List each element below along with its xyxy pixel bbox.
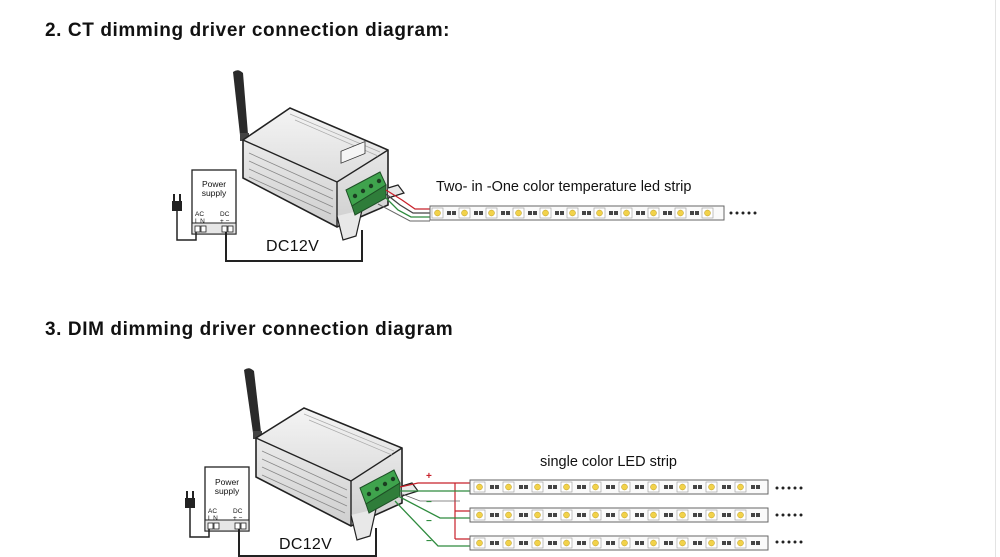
power-supply: [204, 466, 250, 532]
dc-cable: [238, 528, 377, 557]
dim-psu-line2: supply: [214, 486, 240, 496]
plug-icon: [172, 194, 197, 241]
ct-psu-line1: Power: [201, 179, 227, 189]
dim-psu-line1: Power: [214, 477, 240, 487]
ct-psu-ac: AC: [195, 211, 205, 218]
ct-psu-ac-terms: L N: [195, 218, 205, 225]
ct-strip-label: Two- in -One color temperature led strip: [436, 179, 692, 195]
led-strip: [469, 479, 769, 495]
ct-dc-label: DC12V: [266, 238, 320, 255]
plug-icon: [185, 491, 210, 538]
power-supply: [191, 169, 237, 235]
dim-diagram: [185, 368, 803, 557]
dim-psu-ac-terms: L N: [208, 515, 218, 522]
strip-continuation-dots: [775, 486, 803, 544]
dim-psu-label: Power supply: [205, 478, 249, 496]
ct-psu-dc-terms: + −: [220, 218, 230, 225]
dim-psu-dc-terms: + −: [233, 515, 243, 522]
plus-sign: +: [426, 471, 432, 482]
page-border: [995, 0, 996, 557]
dim-psu-dc: DC: [233, 508, 243, 515]
dim-strip-label: single color LED strip: [540, 454, 677, 470]
dim-section-title: 3. DIM dimming driver connection diagram: [45, 319, 454, 340]
ct-psu-dc: DC: [220, 211, 230, 218]
antenna-icon: [244, 368, 262, 439]
dim-psu-ac: AC: [208, 508, 218, 515]
ct-psu-label: Power supply: [192, 180, 236, 198]
antenna-icon: [233, 70, 249, 141]
strip-continuation-dots: [729, 211, 757, 215]
terminal-block: [359, 469, 401, 514]
minus-sign-1: −: [426, 497, 432, 508]
ct-section-title: 2. CT dimming driver connection diagram:: [45, 20, 451, 41]
terminal-block: [345, 171, 387, 216]
ct-psu-line2: supply: [201, 188, 227, 198]
led-strip: [469, 507, 769, 523]
minus-sign-3: −: [426, 536, 432, 547]
dc-cable: [225, 230, 363, 262]
led-strip: [429, 205, 725, 221]
led-strip: [469, 535, 769, 551]
minus-sign-2: −: [426, 516, 432, 527]
dim-dc-label: DC12V: [279, 536, 333, 553]
ct-diagram: [172, 70, 757, 262]
